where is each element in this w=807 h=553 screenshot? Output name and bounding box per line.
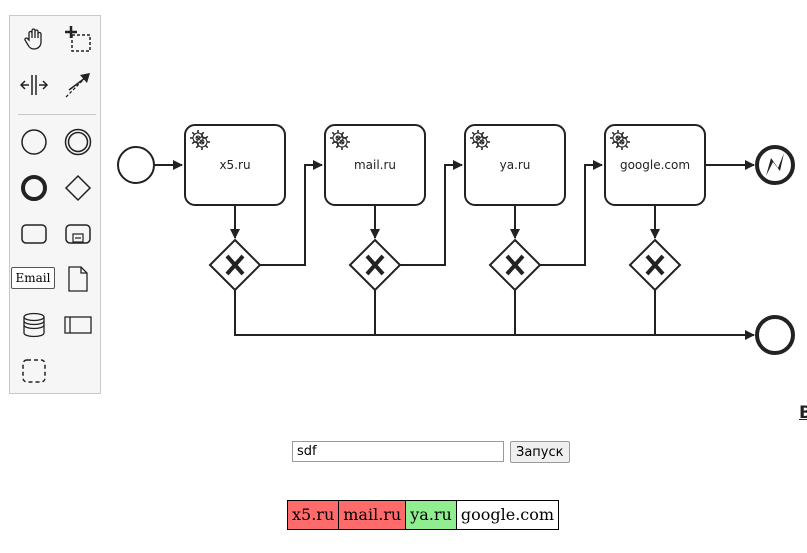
sequence-flow[interactable] [400,160,463,266]
subprocess-icon[interactable] [58,214,98,254]
gateway-icon[interactable] [58,168,98,208]
palette-separator [18,114,96,115]
sequence-flow[interactable] [540,160,603,266]
start-event[interactable] [117,146,155,184]
task-label: ya.ru [500,158,531,172]
sequence-flow[interactable] [234,290,755,340]
end-event-icon[interactable] [14,168,54,208]
data-store-icon[interactable] [14,305,54,345]
service-task-mail[interactable]: mail.ru [324,124,426,206]
cut-off-label: B [799,403,807,423]
lasso-tool-icon[interactable] [58,19,98,59]
result-cell: google.com [455,501,559,529]
lightning-icon [766,153,784,176]
task-icon[interactable] [14,214,54,254]
bpmn-canvas[interactable]: x5.ru mail.ru ya.ru google.com [0,0,807,410]
task-label: x5.ru [219,158,250,172]
task-label: mail.ru [354,158,396,172]
start-event-icon[interactable] [14,122,54,162]
sequence-flow[interactable] [260,160,323,266]
exclusive-gateway[interactable] [488,238,542,292]
x-icon [365,254,385,276]
intermediate-event-icon[interactable] [58,122,98,162]
exclusive-gateway[interactable] [348,238,402,292]
end-event[interactable] [755,315,795,355]
tool-palette: Email [9,15,101,394]
service-task-x5[interactable]: x5.ru [184,124,286,206]
data-object-icon[interactable] [58,259,98,299]
result-cell: mail.ru [338,501,406,529]
result-cell: ya.ru [405,501,456,529]
error-end-event[interactable] [755,145,795,185]
service-task-google[interactable]: google.com [604,124,706,206]
results-table: x5.ru mail.ru ya.ru google.com [287,500,560,530]
hand-tool-icon[interactable] [14,19,54,59]
x-icon [505,254,525,276]
result-cell: x5.ru [288,501,339,529]
x-icon [225,254,245,276]
exclusive-gateway[interactable] [628,238,682,292]
email-button[interactable]: Email [11,267,55,289]
service-task-ya[interactable]: ya.ru [464,124,566,206]
run-button[interactable]: Запуск [510,441,570,463]
x-icon [645,254,665,276]
url-input[interactable] [292,441,504,462]
global-connect-tool-icon[interactable] [58,65,98,105]
pool-icon[interactable] [58,305,98,345]
exclusive-gateway[interactable] [208,238,262,292]
group-icon[interactable] [14,351,54,391]
space-tool-icon[interactable] [14,65,54,105]
task-label: google.com [620,158,690,172]
